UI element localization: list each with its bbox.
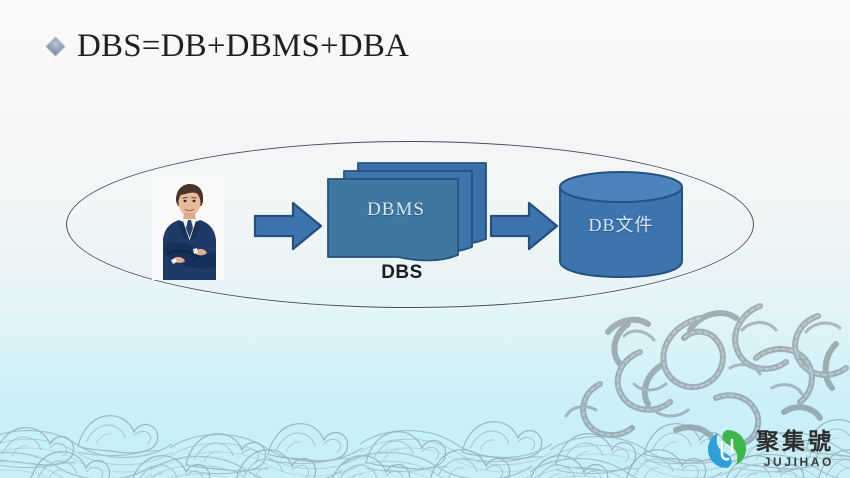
diagram-ellipse-boundary <box>66 141 754 308</box>
right-arrow-icon <box>253 201 323 251</box>
page-title: DBS=DB+DBMS+DBA <box>77 28 410 64</box>
dbs-caption-label: DBS <box>381 262 423 283</box>
jujihao-circle-logo <box>708 430 746 468</box>
dbms-document-stack <box>327 162 487 262</box>
businessman-photo <box>152 176 224 280</box>
database-cylinder-icon <box>559 171 683 279</box>
watermark-chinese-text: 聚集號 <box>756 429 834 454</box>
watermark-pinyin-text: JUJIHAO <box>763 455 834 469</box>
slide-title-row: DBS=DB+DBMS+DBA <box>44 28 410 64</box>
right-arrow-icon <box>489 201 559 251</box>
watermark: 聚集號 JUJIHAO <box>705 424 845 474</box>
